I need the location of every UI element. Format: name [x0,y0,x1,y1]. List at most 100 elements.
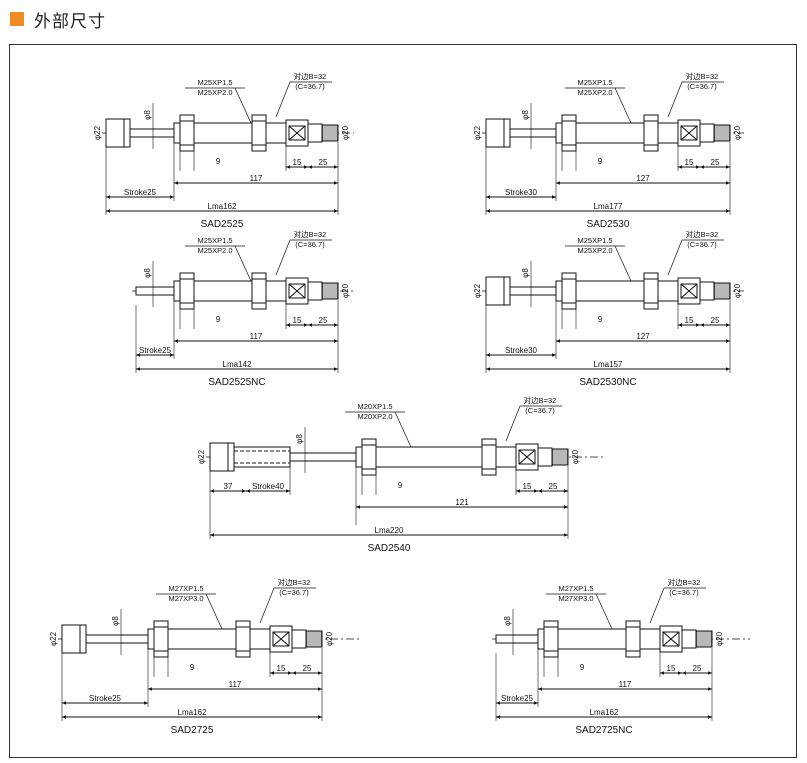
arrow-head [660,671,664,675]
cap-diameter: φ22 [49,631,58,646]
flats-width-dimension: 15 [685,158,694,167]
nut-dimension: 9 [216,315,221,324]
flats-spec: 对边B=32 [686,229,719,239]
arrow-head [564,489,568,493]
end-collar [307,281,323,301]
arrow-head [538,489,542,493]
flats-spec: 对边B=32 [294,229,327,239]
end-diameter: φ20 [733,125,742,140]
arrow-head [286,489,290,493]
arrow-head [144,701,148,705]
arrow-head [534,489,538,493]
end-length-dimension: 25 [693,664,702,673]
knurled-end [551,448,569,466]
arrow-head [552,195,556,199]
arrow-head [708,671,712,675]
rod-diameter: φ8 [111,616,120,626]
flats-width-dimension: 15 [523,482,532,491]
stopper-cap [485,118,511,148]
arrow-head [174,339,178,343]
end-diameter: φ20 [733,283,742,298]
hex-nut [561,114,577,152]
nut-dimension: 9 [598,315,603,324]
arrow-head [726,165,730,169]
arrow-head [288,671,292,675]
cap-diameter: φ22 [473,125,482,140]
arrow-head [486,353,490,357]
flats-spec: 对边B=32 [294,71,327,81]
model-caption: SAD2525NC [208,377,265,388]
end-diameter: φ20 [341,125,350,140]
flats-width-dimension: 15 [277,664,286,673]
arrow-head [486,195,490,199]
line [234,87,252,124]
end-length-dimension: 25 [549,482,558,491]
arrow-head [62,715,66,719]
arrow-head [486,367,490,371]
stopper-cap [105,118,131,148]
end-length-dimension: 25 [303,664,312,673]
arrow-head [136,367,140,371]
end-collar [681,629,697,649]
extension-rod [233,446,291,468]
arrow-head [308,323,312,327]
arrow-head [708,687,712,691]
arrow-head [678,165,682,169]
line [259,587,275,624]
stopper-cap [61,624,87,654]
rod-diameter: φ8 [295,434,304,444]
rod-diameter: φ8 [521,110,530,120]
thread-spec: M27XP1.5 [168,584,203,593]
arrow-head [696,323,700,327]
cap-diameter: φ22 [197,449,206,464]
hex-nut [481,438,497,476]
nut-dimension: 9 [190,663,195,672]
model-caption: SAD2725NC [575,725,632,736]
total-length-dimension: Lma177 [594,202,623,211]
flats-spec: 对边B=32 [524,395,557,405]
section-header: 外部尺寸 [10,8,106,31]
model-caption: SAD2530NC [579,377,636,388]
arrow-head [726,323,730,327]
end-diameter: φ20 [341,283,350,298]
thread-spec: M25XP2.0 [197,246,232,255]
flats-spec: 对边B=32 [278,577,311,587]
arrow-head [552,353,556,357]
piston-rod [135,286,175,296]
end-collar [307,123,323,143]
body-length-dimension: 117 [619,680,632,689]
line [505,405,521,442]
hex-nut [561,272,577,310]
arrow-head [534,701,538,705]
line [649,587,665,624]
arrow-head [496,701,500,705]
arrow-head [678,323,682,327]
corner-spec: (C=36.7) [295,240,325,249]
line [288,125,306,141]
knurled-end [321,124,339,142]
piston-rod [289,452,357,462]
piston-rod [509,286,557,296]
nut-dimension: 9 [398,481,403,490]
hex-nut [251,272,267,310]
arrow-head [174,181,178,185]
arrow-head [270,671,274,675]
hex-nut [179,114,195,152]
stopper-cap [485,276,511,306]
flats-width-dimension: 15 [685,316,694,325]
arrow-head [564,505,568,509]
thread-spec: M25XP1.5 [197,78,232,87]
corner-spec: (C=36.7) [279,588,309,597]
end-diameter: φ20 [715,631,724,646]
line [595,593,613,630]
arrow-head [286,165,290,169]
knurled-end [321,282,339,300]
arrow-head [516,489,520,493]
corner-spec: (C=36.7) [295,82,325,91]
end-diameter: φ20 [325,631,334,646]
thread-spec: M25XP1.5 [577,78,612,87]
corner-spec: (C=36.7) [687,240,717,249]
